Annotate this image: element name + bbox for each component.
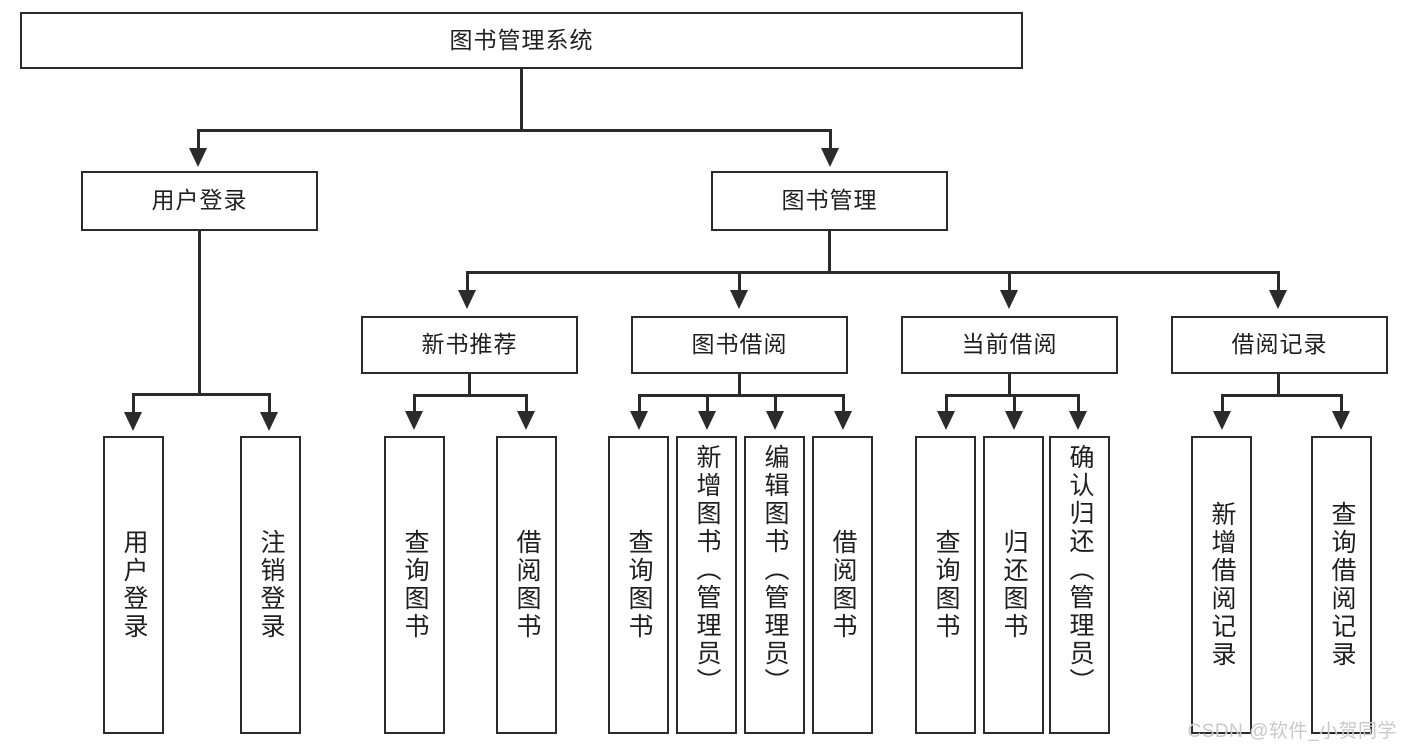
leaf-cb-confirm-return[interactable]: 确认归还（管理员）	[1049, 436, 1110, 734]
connector-new-book-bus	[413, 394, 527, 397]
leaf-label: 查询图书	[932, 529, 960, 641]
leaf-br-add-record[interactable]: 新增借阅记录	[1191, 436, 1252, 734]
connector-new-book-child-1	[413, 394, 416, 414]
leaf-br-query-record[interactable]: 查询借阅记录	[1311, 436, 1372, 734]
leaf-bb-add-book[interactable]: 新增图书（管理员）	[676, 436, 737, 734]
watermark-text: CSDN @软件_小贺同学	[1187, 721, 1397, 742]
arrowhead-current-borrow	[1000, 290, 1018, 309]
leaf-label: 用户登录	[120, 529, 148, 641]
arrowhead-borrow-records	[1269, 290, 1287, 309]
connector-book-borrow-stem	[738, 374, 741, 396]
connector-book-mgmt-child-3	[1008, 271, 1011, 293]
arrowhead-cb-return-book	[1005, 411, 1023, 430]
node-label: 图书管理系统	[449, 26, 594, 53]
connector-cb-child-2	[1013, 394, 1016, 414]
connector-book-mgmt-bus	[466, 271, 1279, 274]
arrowhead-new-book-rec	[458, 290, 476, 309]
leaf-label: 注销登录	[257, 529, 285, 641]
leaf-label: 编辑图书（管理员）	[761, 444, 789, 696]
arrowhead-bb-edit-book	[766, 411, 784, 430]
connector-root-stem	[520, 69, 523, 131]
arrowhead-bb-add-book	[698, 411, 716, 430]
leaf-cb-query-book[interactable]: 查询图书	[915, 436, 976, 734]
leaf-label: 查询图书	[401, 529, 429, 641]
arrowhead-leaf-user-login	[124, 412, 142, 431]
node-user-login[interactable]: 用户登录	[81, 171, 318, 231]
leaf-logout[interactable]: 注销登录	[240, 436, 301, 734]
connector-book-mgmt-child-2	[738, 271, 741, 293]
node-label: 图书借阅	[691, 331, 788, 358]
connector-cb-child-3	[1077, 394, 1080, 414]
leaf-label: 借阅图书	[829, 529, 857, 641]
connector-root-to-book-mgmt	[829, 129, 832, 151]
connector-br-child-2	[1340, 394, 1343, 414]
node-book-borrowing[interactable]: 图书借阅	[631, 316, 848, 374]
node-new-book-recommendation[interactable]: 新书推荐	[361, 316, 578, 374]
connector-borrow-records-bus	[1221, 394, 1342, 397]
connector-bb-child-3	[774, 394, 777, 414]
connector-br-child-1	[1221, 394, 1224, 414]
arrowhead-cb-confirm-return	[1069, 411, 1087, 430]
connector-bb-child-2	[706, 394, 709, 414]
node-borrowing-records[interactable]: 借阅记录	[1171, 316, 1388, 374]
connector-borrow-records-stem	[1277, 374, 1280, 396]
node-current-borrowing[interactable]: 当前借阅	[901, 316, 1118, 374]
leaf-cb-return-book[interactable]: 归还图书	[983, 436, 1044, 734]
leaf-label: 新增借阅记录	[1208, 501, 1236, 669]
node-label: 用户登录	[151, 187, 248, 214]
connector-current-borrow-stem	[1008, 374, 1011, 396]
arrowhead-br-query-record	[1332, 411, 1350, 430]
arrowhead-user-login	[189, 148, 207, 167]
connector-cb-child-1	[945, 394, 948, 414]
connector-bb-child-4	[842, 394, 845, 414]
connector-bb-child-1	[638, 394, 641, 414]
connector-book-mgmt-stem	[828, 231, 831, 273]
leaf-bb-borrow-book[interactable]: 借阅图书	[812, 436, 873, 734]
arrowhead-book-borrow	[730, 290, 748, 309]
leaf-label: 归还图书	[1000, 529, 1028, 641]
connector-current-borrow-bus	[945, 394, 1079, 397]
connector-new-book-child-2	[525, 394, 528, 414]
connector-book-borrow-bus	[638, 394, 844, 397]
node-label: 新书推荐	[421, 331, 518, 358]
leaf-bb-query-book[interactable]: 查询图书	[608, 436, 669, 734]
arrowhead-bb-query-book	[630, 411, 648, 430]
node-label: 借阅记录	[1231, 331, 1328, 358]
leaf-label: 查询图书	[625, 529, 653, 641]
connector-user-login-child-2	[268, 393, 271, 415]
node-root-system[interactable]: 图书管理系统	[20, 12, 1023, 69]
arrowhead-nb-borrow-book	[517, 411, 535, 430]
connector-new-book-stem	[468, 374, 471, 396]
arrowhead-leaf-logout	[260, 412, 278, 431]
node-label: 图书管理	[781, 187, 878, 214]
leaf-label: 借阅图书	[513, 529, 541, 641]
leaf-user-login[interactable]: 用户登录	[103, 436, 164, 734]
arrowhead-bb-borrow-book	[834, 411, 852, 430]
connector-user-login-stem	[198, 231, 201, 395]
arrowhead-cb-query-book	[937, 411, 955, 430]
connector-root-bus	[197, 129, 831, 132]
connector-root-to-user-login	[197, 129, 200, 151]
connector-user-login-bus	[132, 393, 268, 396]
node-book-management[interactable]: 图书管理	[711, 171, 948, 231]
connector-book-mgmt-child-1	[466, 271, 469, 293]
leaf-label: 确认归还（管理员）	[1066, 444, 1094, 696]
arrowhead-br-add-record	[1213, 411, 1231, 430]
leaf-bb-edit-book[interactable]: 编辑图书（管理员）	[744, 436, 805, 734]
leaf-label: 查询借阅记录	[1328, 501, 1356, 669]
leaf-nb-borrow-book[interactable]: 借阅图书	[496, 436, 557, 734]
connector-user-login-child-1	[132, 393, 135, 415]
node-label: 当前借阅	[961, 331, 1058, 358]
arrowhead-nb-query-book	[405, 411, 423, 430]
leaf-label: 新增图书（管理员）	[693, 444, 721, 696]
leaf-nb-query-book[interactable]: 查询图书	[384, 436, 445, 734]
connector-book-mgmt-child-4	[1277, 271, 1280, 293]
arrowhead-book-mgmt	[821, 148, 839, 167]
